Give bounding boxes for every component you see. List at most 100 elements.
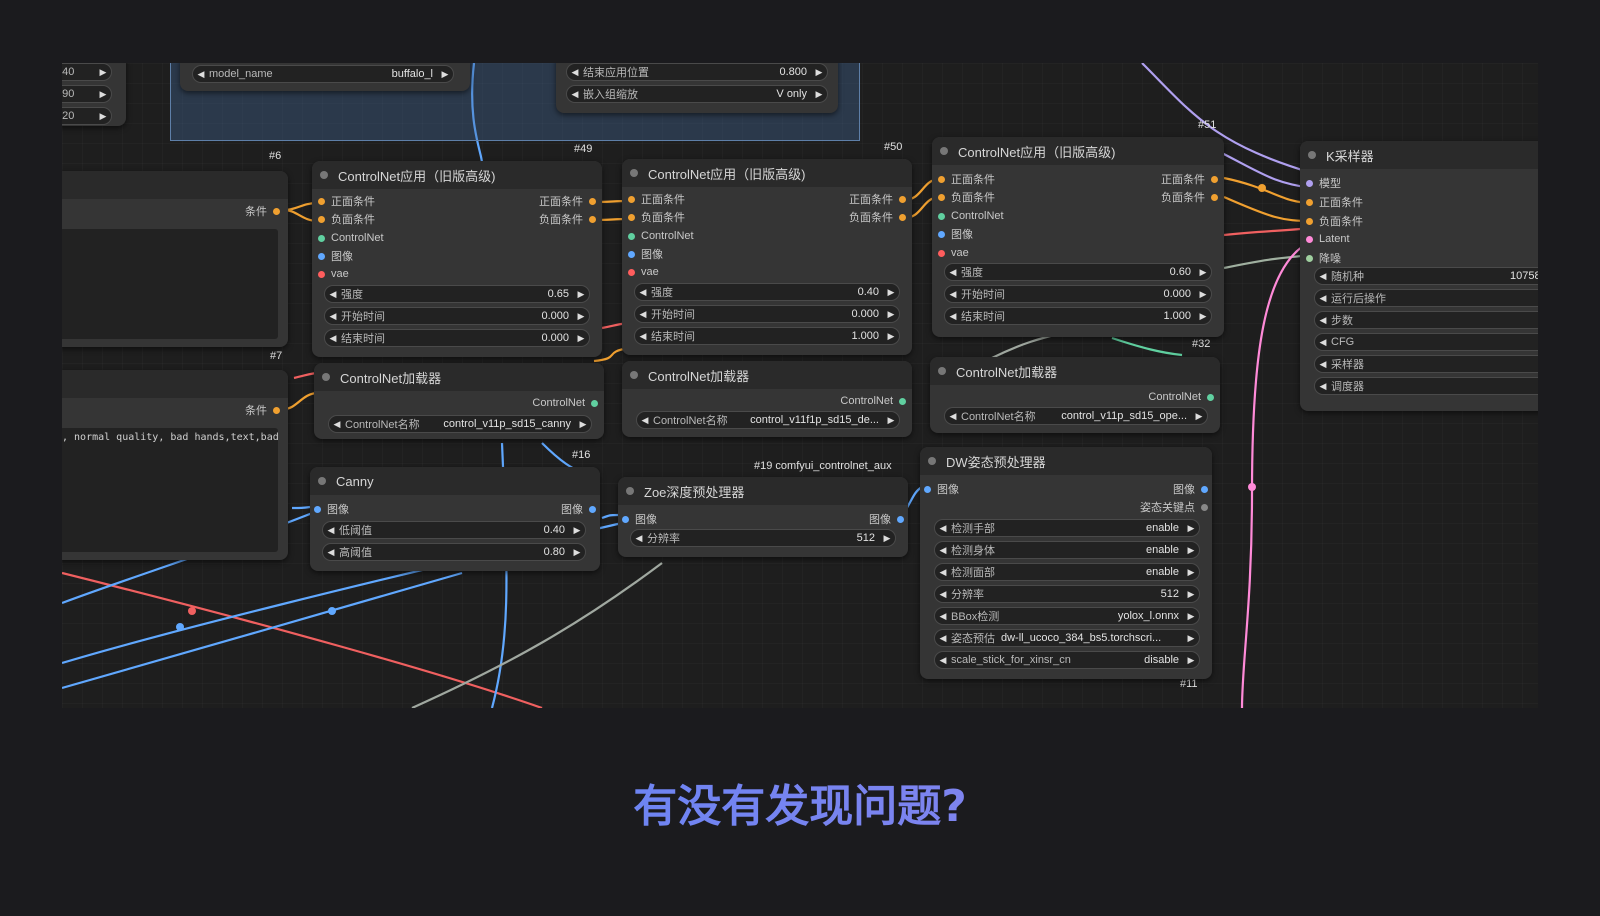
output-pin[interactable]	[589, 215, 596, 223]
input-pin[interactable]	[628, 213, 635, 221]
arrow-left-icon[interactable]: ◀	[329, 332, 337, 343]
output-pin[interactable]	[899, 213, 906, 221]
output-positive[interactable]: 正面条件	[849, 191, 906, 207]
node-header[interactable]: ControlNet应用（旧版高级)	[312, 161, 602, 189]
arrow-right-icon[interactable]: ▶	[1187, 654, 1195, 665]
top-left-widget-3[interactable]: 0.20▶	[62, 107, 112, 125]
output-pin[interactable]	[1211, 175, 1218, 183]
arrow-right-icon[interactable]: ▶	[1187, 544, 1195, 555]
input-image[interactable]: 图像	[622, 511, 657, 527]
input-model[interactable]: 模型	[1306, 175, 1341, 191]
arrow-left-icon[interactable]: ◀	[333, 418, 341, 429]
node-header[interactable]: Zoe深度预处理器	[618, 477, 908, 505]
collapse-dot-icon[interactable]	[322, 373, 330, 381]
input-controlnet[interactable]: ControlNet	[318, 230, 384, 246]
input-pin[interactable]	[938, 230, 945, 238]
input-positive[interactable]: 正面条件	[628, 191, 685, 207]
arrow-right-icon[interactable]: ▶	[1199, 266, 1207, 277]
model-name-widget[interactable]: ◀ model_name buffalo_l ▶	[192, 65, 454, 83]
node-header[interactable]: ControlNet加载器	[930, 357, 1220, 385]
arrow-left-icon[interactable]: ◀	[329, 310, 337, 321]
scheduler-widget[interactable]: ◀调度器	[1314, 377, 1538, 395]
input-pin[interactable]	[318, 252, 325, 260]
output-negative[interactable]: 负面条件	[539, 211, 596, 227]
arrow-right-icon[interactable]: ▶	[887, 308, 895, 319]
input-pin[interactable]	[318, 197, 325, 205]
input-vae[interactable]: vae	[628, 264, 659, 280]
steps-widget[interactable]: ◀步数	[1314, 311, 1538, 329]
input-pin[interactable]	[1306, 198, 1313, 206]
collapse-dot-icon[interactable]	[630, 371, 638, 379]
arrow-right-icon[interactable]: ▶	[573, 524, 581, 535]
arrow-left-icon[interactable]: ◀	[1319, 314, 1327, 325]
collapse-dot-icon[interactable]	[630, 169, 638, 177]
output-pin[interactable]	[1211, 193, 1218, 201]
controlnet-apply-node-c[interactable]: ControlNet应用（旧版高级) 正面条件 负面条件 ControlNet …	[932, 137, 1224, 337]
output-controlnet[interactable]: ControlNet	[840, 393, 906, 409]
output-pin[interactable]	[1207, 393, 1214, 401]
input-pin[interactable]	[628, 232, 635, 240]
node-header[interactable]	[62, 171, 288, 199]
input-negative[interactable]: 负面条件	[1306, 213, 1363, 229]
output-controlnet[interactable]: ControlNet	[1148, 389, 1214, 405]
input-positive[interactable]: 正面条件	[938, 171, 995, 187]
embed-scale-widget[interactable]: ◀ 嵌入组缩放 V only ▶	[566, 85, 828, 103]
arrow-right-icon[interactable]: ▶	[441, 68, 449, 79]
output-image[interactable]: 图像	[1173, 481, 1208, 497]
input-denoise[interactable]: 降噪	[1306, 250, 1341, 266]
output-image[interactable]: 图像	[869, 511, 904, 527]
arrow-left-icon[interactable]: ◀	[571, 88, 579, 99]
node-header[interactable]	[62, 370, 288, 398]
arrow-left-icon[interactable]: ◀	[949, 410, 957, 421]
output-pin[interactable]	[897, 515, 904, 523]
arrow-left-icon[interactable]: ◀	[639, 330, 647, 341]
arrow-right-icon[interactable]: ▶	[1187, 522, 1195, 533]
node-header[interactable]: ControlNet加载器	[622, 361, 912, 389]
arrow-left-icon[interactable]: ◀	[1319, 336, 1327, 347]
node-graph-canvas[interactable]: 1.40▶ 0.90▶ 0.20▶ ◀ model_name buffalo_l…	[62, 63, 1538, 708]
arrow-right-icon[interactable]: ▶	[577, 288, 585, 299]
input-pin[interactable]	[628, 268, 635, 276]
output-pin[interactable]	[1201, 503, 1208, 511]
collapse-dot-icon[interactable]	[938, 367, 946, 375]
input-pin[interactable]	[924, 485, 931, 493]
arrow-right-icon[interactable]: ▶	[883, 532, 891, 543]
controlnet-apply-node-a[interactable]: ControlNet应用（旧版高级) 正面条件 负面条件 ControlNet …	[312, 161, 602, 357]
output-pose-keypoints[interactable]: 姿态关键点	[1140, 499, 1208, 515]
arrow-left-icon[interactable]: ◀	[939, 588, 947, 599]
collapse-dot-icon[interactable]	[928, 457, 936, 465]
arrow-left-icon[interactable]: ◀	[329, 288, 337, 299]
prompt-textarea[interactable]	[62, 229, 278, 339]
node-header[interactable]: DW姿态预处理器	[920, 447, 1212, 475]
end-at-widget[interactable]: ◀ 结束应用位置 0.800 ▶	[566, 63, 828, 81]
input-pin[interactable]	[628, 250, 635, 258]
input-image[interactable]: 图像	[314, 501, 349, 517]
arrow-right-icon[interactable]: ▶	[1195, 410, 1203, 421]
output-positive[interactable]: 正面条件	[1161, 171, 1218, 187]
arrow-right-icon[interactable]: ▶	[815, 66, 823, 77]
arrow-left-icon[interactable]: ◀	[197, 68, 205, 79]
output-negative[interactable]: 负面条件	[849, 209, 906, 225]
input-vae[interactable]: vae	[938, 245, 969, 261]
output-cond[interactable]: 条件	[245, 203, 280, 219]
input-image[interactable]: 图像	[938, 226, 973, 242]
input-pin[interactable]	[318, 234, 325, 242]
output-controlnet[interactable]: ControlNet	[532, 395, 598, 411]
arrow-right-icon[interactable]: ▶	[579, 418, 587, 429]
arrow-right-icon[interactable]: ▶	[573, 546, 581, 557]
input-latent[interactable]: Latent	[1306, 231, 1350, 247]
